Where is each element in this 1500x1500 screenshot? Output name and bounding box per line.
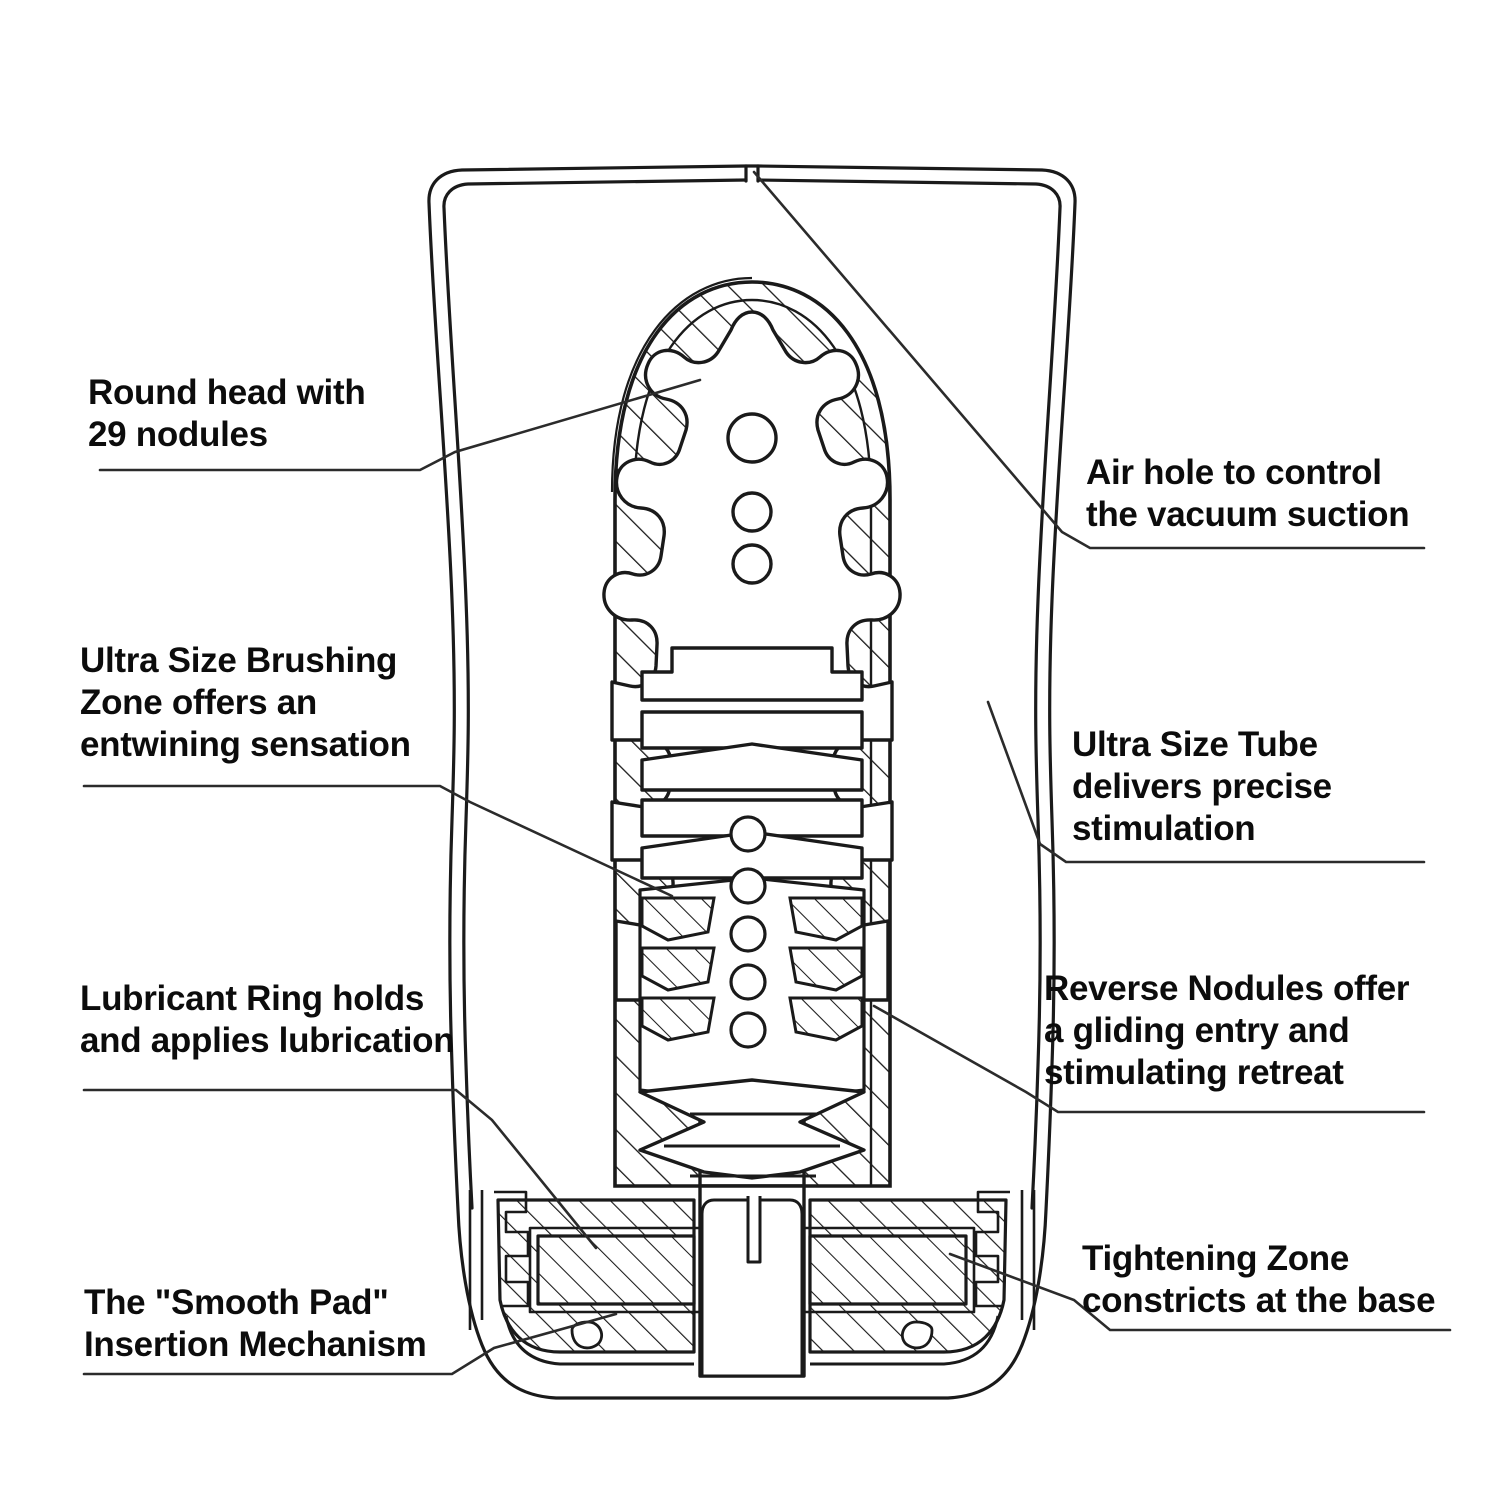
- lower-air-hole-2: [729, 867, 767, 905]
- leader-reverse-nodules: [872, 1004, 1426, 1114]
- retaining-lip-left: [468, 1190, 530, 1330]
- smooth-pad-slot: [746, 1196, 762, 1264]
- leader-brushing-zone: [82, 784, 674, 898]
- lower-air-hole-4: [729, 963, 767, 1001]
- leader-ultra-tube: [986, 700, 1426, 864]
- leader-lubricant-ring: [82, 1088, 598, 1250]
- leader-round-head: [98, 378, 702, 472]
- callout-reverse-nodules: Reverse Nodules offer a gliding entry an…: [1044, 969, 1410, 1092]
- head-air-hole-2: [731, 491, 773, 533]
- head-air-hole-1: [726, 412, 778, 464]
- callout-air-hole: Air hole to control the vacuum suction: [1086, 453, 1410, 534]
- callout-brushing-zone: Ultra Size Brushing Zone offers an entwi…: [80, 641, 411, 764]
- base-nub-right: [901, 1320, 934, 1350]
- lower-air-hole-1: [729, 815, 767, 853]
- base-pad-left: [504, 1315, 694, 1366]
- leader-tightening-zone: [948, 1252, 1452, 1332]
- outer-case-outline: [427, 164, 1077, 1400]
- callout-tightening-zone: Tightening Zone constricts at the base: [1082, 1239, 1436, 1320]
- base-mechanism: [468, 1184, 1036, 1378]
- callout-ultra-size-tube: Ultra Size Tube delivers precise stimula…: [1072, 725, 1332, 848]
- lubricant-ring-right: [808, 1234, 968, 1306]
- base-pad-right: [810, 1315, 1000, 1366]
- lower-air-holes: [729, 815, 767, 1049]
- smooth-pad-stem-inner: [700, 1198, 804, 1378]
- leader-air-hole: [752, 170, 1426, 550]
- reverse-nodule-barbs: [640, 896, 864, 1042]
- lower-air-hole-3: [729, 915, 767, 953]
- callout-lubricant-ring: Lubricant Ring holds and applies lubrica…: [80, 979, 455, 1060]
- head-air-hole-3: [731, 543, 773, 585]
- lubricant-ring-left: [536, 1234, 696, 1306]
- leader-smooth-pad: [82, 1312, 618, 1376]
- leader-lines: [82, 170, 1452, 1376]
- sleeve-wall-line-left: [610, 276, 753, 493]
- tightening-zone: [638, 1078, 866, 1180]
- lower-air-hole-5: [729, 1011, 767, 1049]
- callout-round-head: Round head with 29 nodules: [88, 373, 366, 454]
- retaining-lip-right: [974, 1190, 1036, 1330]
- callout-smooth-pad: The "Smooth Pad" Insertion Mechanism: [84, 1283, 427, 1364]
